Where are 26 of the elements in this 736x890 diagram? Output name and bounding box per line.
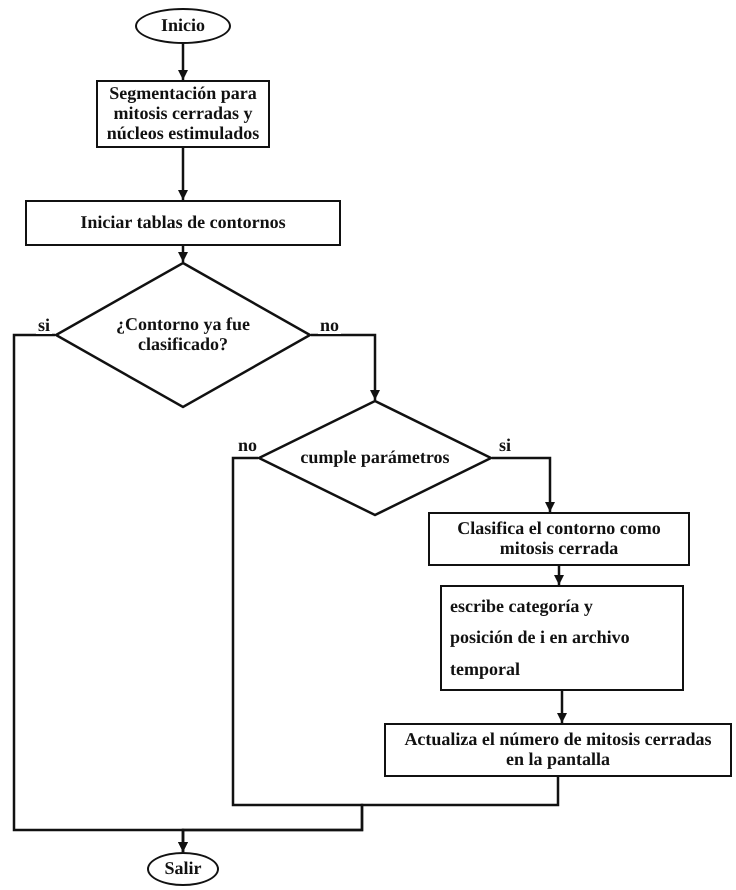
process-box <box>96 80 270 148</box>
node-label: Segmentación para mitosis cerradas y núcleos estimulados <box>106 84 260 144</box>
node-label: Clasifica el contorno como mitosis cerrada <box>456 519 662 559</box>
node-label: escribe categoría y posición de i en archivo temporal <box>450 594 631 681</box>
node-label: Iniciar tablas de contornos <box>80 213 286 233</box>
node-label: cumple parámetros <box>300 448 450 468</box>
process-box <box>384 723 732 777</box>
process-box <box>428 512 690 566</box>
connector-arrow <box>492 456 555 512</box>
edge-label: si <box>497 436 514 454</box>
process-box <box>25 200 341 246</box>
decision-diamond <box>55 262 311 408</box>
node-label: Salir <box>164 859 202 879</box>
edge-label: si <box>36 316 52 334</box>
node-label: ¿Contorno ya fue clasificado? <box>115 315 251 355</box>
connector-arrow <box>178 777 560 852</box>
connector-arrow <box>554 566 564 585</box>
node-label: Actualiza el número de mitosis cerradas en la pantalla <box>403 730 713 770</box>
connector-arrow <box>178 44 188 80</box>
connector-arrow <box>178 246 188 262</box>
connector-arrow <box>557 691 567 723</box>
decision-diamond <box>258 400 492 516</box>
connector-arrow <box>178 148 188 200</box>
node-label: Inicio <box>160 16 205 36</box>
process-box <box>440 585 684 691</box>
connector-arrow <box>311 334 380 400</box>
